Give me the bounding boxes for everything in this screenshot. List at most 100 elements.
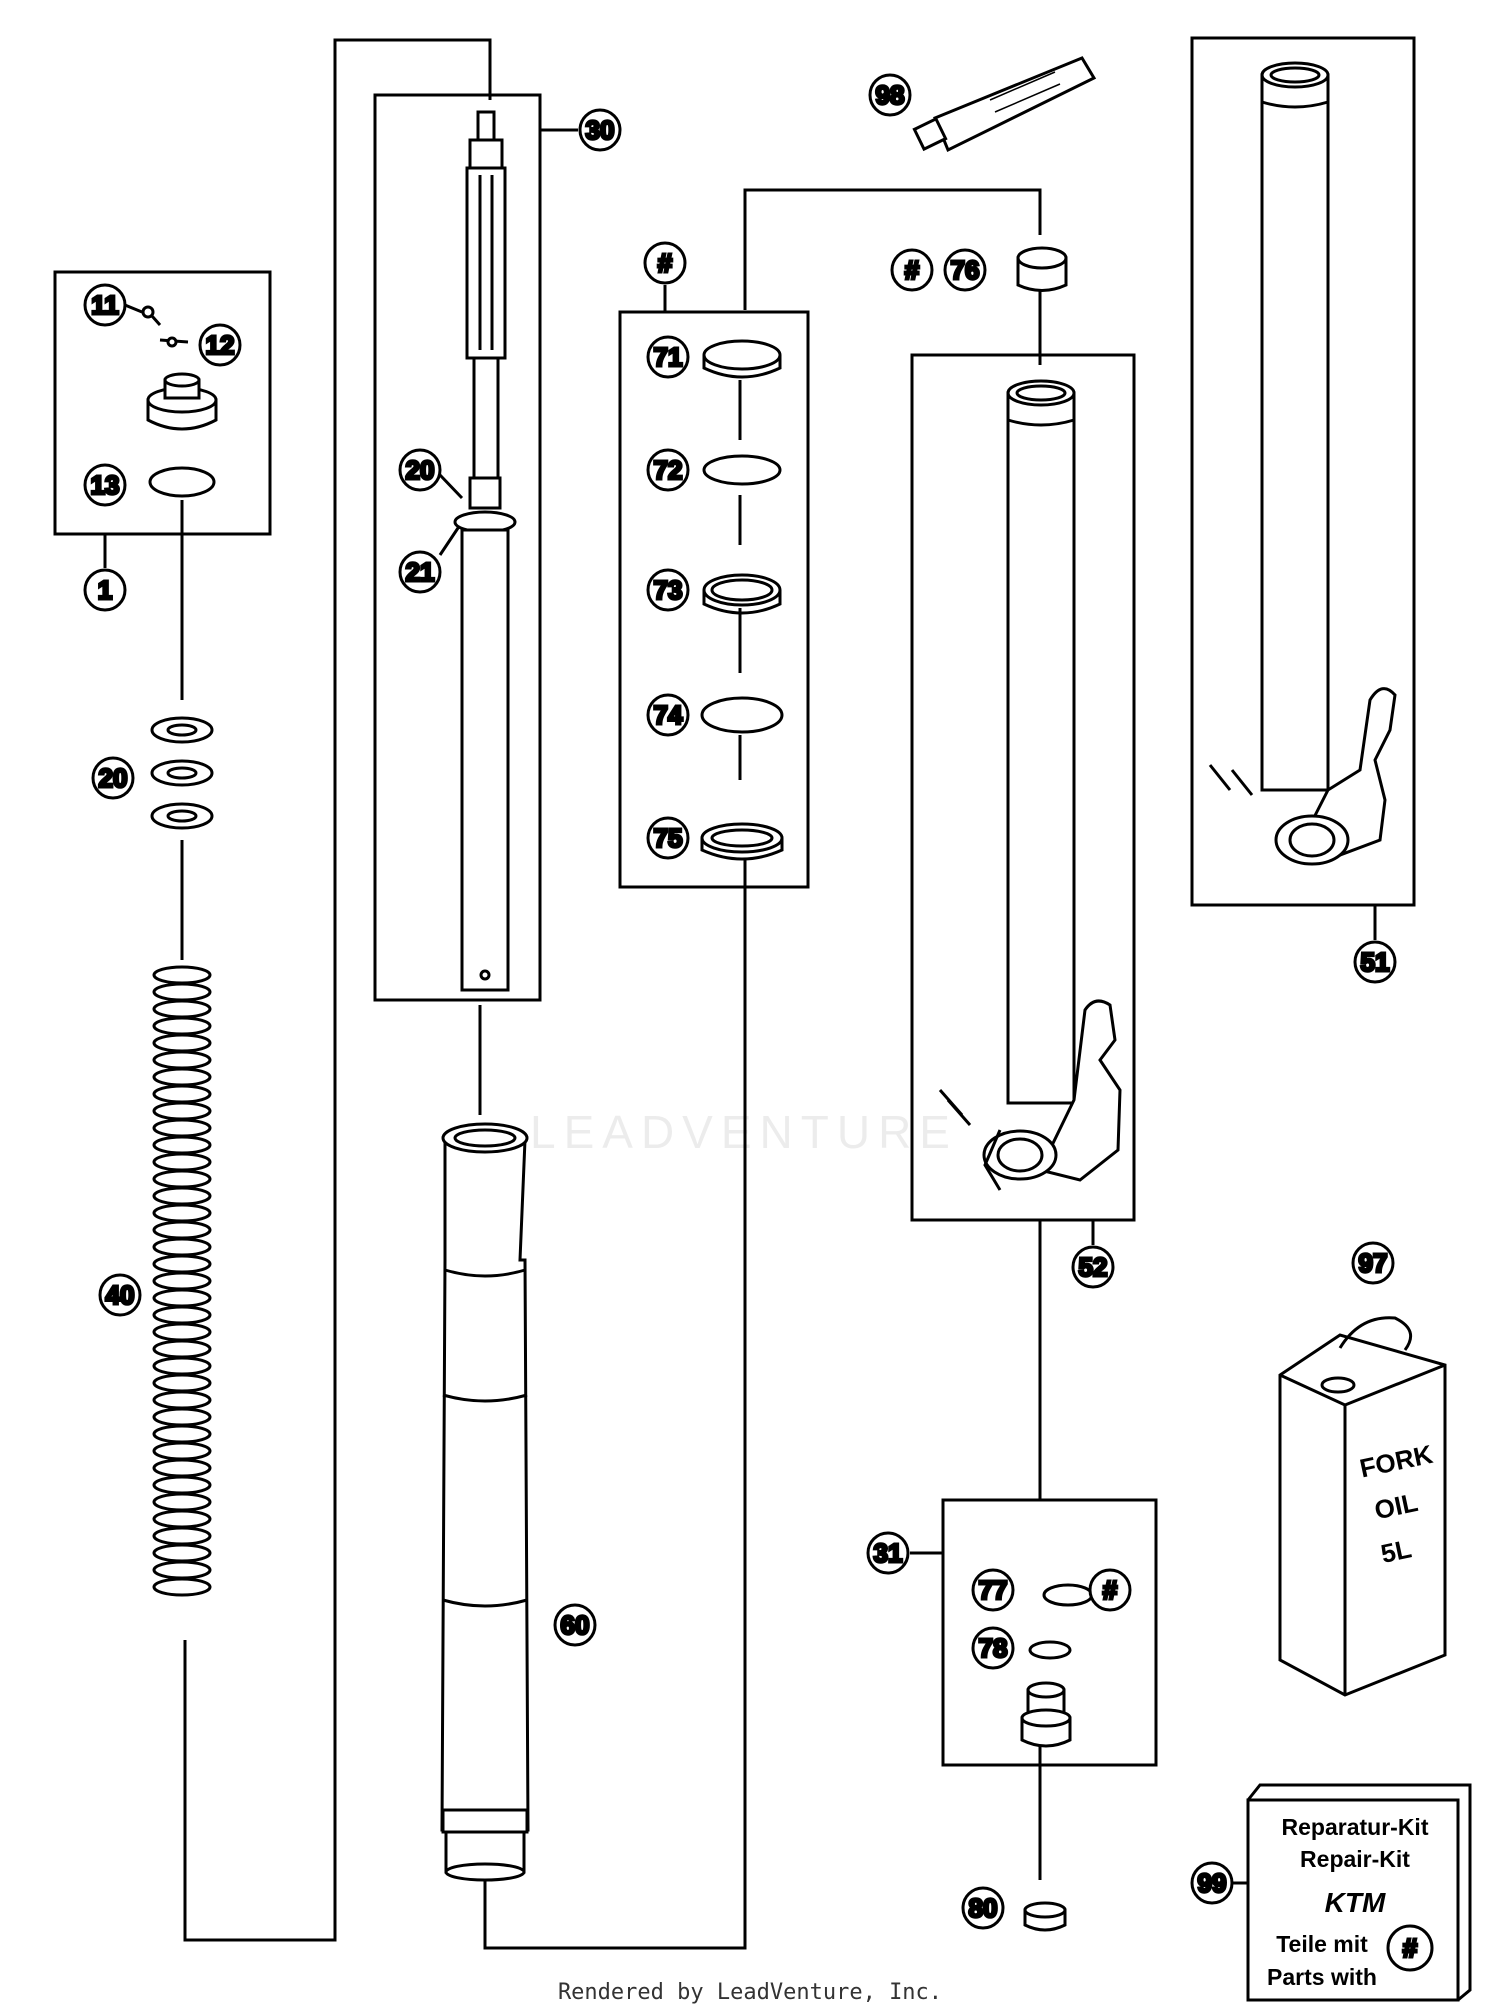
fork-oil-can-part bbox=[1278, 1316, 1447, 1697]
spring-coil bbox=[152, 1152, 212, 1172]
callout-11[interactable]: 11 bbox=[83, 283, 127, 327]
spring-coil bbox=[152, 1390, 212, 1410]
svg-text:60: 60 bbox=[561, 1610, 590, 1640]
callouts: 11 12 13 1 20 40 20 21 30 60 # 71 72 73 … bbox=[83, 73, 1434, 1972]
svg-text:30: 30 bbox=[586, 115, 615, 145]
callout-75[interactable]: 75 bbox=[646, 816, 690, 860]
callout-30[interactable]: 30 bbox=[578, 108, 622, 152]
svg-text:97: 97 bbox=[1359, 1248, 1388, 1278]
callout-99[interactable]: 99 bbox=[1190, 1861, 1234, 1905]
spring-coil bbox=[152, 1203, 212, 1223]
callout-74[interactable]: 74 bbox=[646, 693, 690, 737]
kit-box-31 bbox=[941, 1498, 1158, 1767]
spring-coil bbox=[152, 1135, 212, 1155]
svg-text:1: 1 bbox=[98, 575, 112, 605]
watermark: LEADVENTURE bbox=[530, 1106, 958, 1158]
spring-coil bbox=[152, 1356, 212, 1376]
svg-text:52: 52 bbox=[1079, 1252, 1108, 1282]
svg-text:72: 72 bbox=[654, 455, 683, 485]
nut-part-80 bbox=[1023, 1901, 1067, 1932]
spring-coil bbox=[152, 1441, 212, 1461]
dust-cap-part bbox=[1016, 246, 1068, 292]
svg-text:#: # bbox=[905, 255, 920, 285]
spring-coil bbox=[152, 1577, 212, 1597]
spring-coil bbox=[152, 1169, 212, 1189]
spring-coil bbox=[152, 1067, 212, 1087]
spring-coil bbox=[152, 999, 212, 1019]
callout-72[interactable]: 72 bbox=[646, 448, 690, 492]
callout-80[interactable]: 80 bbox=[961, 1886, 1005, 1930]
callout-98[interactable]: 98 bbox=[868, 73, 912, 117]
spring-coil bbox=[152, 965, 212, 985]
kit-box-30 bbox=[373, 93, 542, 1002]
callout-20-cartridge[interactable]: 20 bbox=[398, 448, 442, 492]
svg-text:98: 98 bbox=[876, 80, 905, 110]
callout-97[interactable]: 97 bbox=[1351, 1241, 1395, 1285]
spacer-washers-part bbox=[150, 716, 214, 830]
fork-cap-part bbox=[141, 305, 218, 498]
spring-coil bbox=[152, 1101, 212, 1121]
callout-51[interactable]: 51 bbox=[1353, 940, 1397, 984]
spring-coil bbox=[152, 1118, 212, 1138]
kit-box-1 bbox=[53, 270, 272, 536]
oil-can-label-line3: 5L bbox=[1378, 1533, 1414, 1569]
callout-hash-box: # bbox=[1386, 1924, 1434, 1972]
callout-60[interactable]: 60 bbox=[553, 1603, 597, 1647]
callout-40[interactable]: 40 bbox=[98, 1273, 142, 1317]
callout-hash-77[interactable]: # bbox=[1088, 1568, 1132, 1612]
svg-text:99: 99 bbox=[1198, 1868, 1227, 1898]
svg-text:20: 20 bbox=[406, 455, 435, 485]
spring-coil bbox=[152, 1288, 212, 1308]
callout-31[interactable]: 31 bbox=[866, 1531, 910, 1575]
spring-coil bbox=[152, 1339, 212, 1359]
svg-text:75: 75 bbox=[654, 823, 683, 853]
callout-77[interactable]: 77 bbox=[971, 1568, 1015, 1612]
connector-lines bbox=[103, 38, 1377, 1950]
callout-21[interactable]: 21 bbox=[398, 550, 442, 594]
o-ring-13 bbox=[148, 466, 216, 498]
spring-coil bbox=[152, 1560, 212, 1580]
kit-label-line1: Reparatur-Kit bbox=[1282, 1814, 1429, 1840]
callout-20-spacers[interactable]: 20 bbox=[91, 756, 135, 800]
callout-52[interactable]: 52 bbox=[1071, 1245, 1115, 1289]
callout-13[interactable]: 13 bbox=[83, 463, 127, 507]
spring-coil bbox=[152, 1033, 212, 1053]
footer-credit: Rendered by LeadVenture, Inc. bbox=[557, 1980, 943, 2005]
kit-box-hash bbox=[618, 310, 810, 889]
cartridge-part bbox=[453, 110, 517, 992]
spring-coil bbox=[152, 1543, 212, 1563]
callout-76[interactable]: 76 bbox=[943, 248, 987, 292]
spring-coil bbox=[152, 1526, 212, 1546]
spring-coil bbox=[152, 1475, 212, 1495]
spring-coil bbox=[152, 1492, 212, 1512]
svg-text:12: 12 bbox=[206, 330, 235, 360]
callout-78[interactable]: 78 bbox=[971, 1626, 1015, 1670]
svg-text:40: 40 bbox=[106, 1280, 135, 1310]
callout-12[interactable]: 12 bbox=[198, 323, 242, 367]
spring-coil bbox=[152, 1220, 212, 1240]
callout-71[interactable]: 71 bbox=[646, 335, 690, 379]
spring-coil bbox=[152, 1084, 212, 1104]
svg-text:74: 74 bbox=[654, 700, 683, 730]
svg-text:80: 80 bbox=[969, 1893, 998, 1923]
svg-text:20: 20 bbox=[99, 763, 128, 793]
spring-coil bbox=[152, 1407, 212, 1427]
spring-coil bbox=[152, 1237, 212, 1257]
kit-label-line2: Repair-Kit bbox=[1300, 1846, 1410, 1872]
kit-box-52 bbox=[910, 353, 1136, 1222]
callout-1[interactable]: 1 bbox=[83, 568, 127, 612]
svg-text:11: 11 bbox=[91, 290, 119, 320]
callout-73[interactable]: 73 bbox=[646, 568, 690, 612]
svg-text:#: # bbox=[1103, 1575, 1118, 1605]
svg-text:21: 21 bbox=[406, 557, 435, 587]
kit-brand-logo: KTM bbox=[1325, 1887, 1386, 1918]
svg-text:71: 71 bbox=[654, 342, 683, 372]
outer-tube-51-part bbox=[1208, 61, 1397, 866]
callout-hash-76[interactable]: # bbox=[890, 248, 934, 292]
callout-hash-kit[interactable]: # bbox=[643, 241, 687, 285]
spring-coil bbox=[152, 1016, 212, 1036]
spring-coil bbox=[152, 1186, 212, 1206]
svg-text:13: 13 bbox=[91, 470, 120, 500]
kit-label-line4: Parts with bbox=[1267, 1964, 1377, 1990]
